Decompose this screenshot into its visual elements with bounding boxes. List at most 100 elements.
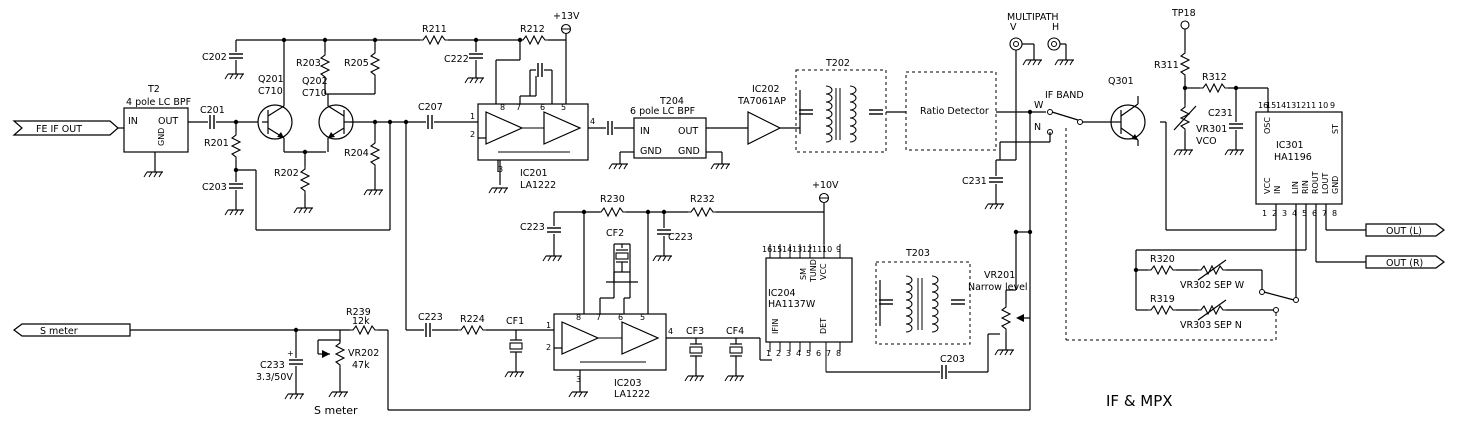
svg-text:VR302: VR302	[1180, 280, 1211, 291]
t2-filter-block: T2 4 pole LC BPF IN OUT GND	[123, 84, 191, 153]
svg-text:OUT: OUT	[158, 116, 178, 127]
t2-ref: T2	[147, 84, 160, 95]
svg-text:12: 12	[1296, 101, 1306, 110]
svg-text:T202: T202	[825, 58, 850, 69]
svg-text:SM: SM	[799, 268, 808, 280]
svg-text:10: 10	[822, 245, 832, 254]
svg-text:5: 5	[1302, 209, 1307, 218]
ic301-decoder: IC301 HA1196 OSC ST VCC IN LIN RIN ROUT …	[1255, 101, 1343, 218]
svg-text:47k: 47k	[352, 360, 370, 371]
svg-text:IC201: IC201	[520, 168, 548, 179]
svg-text:IC203: IC203	[614, 378, 642, 389]
svg-text:R205: R205	[344, 58, 369, 69]
svg-text:R319: R319	[1150, 294, 1175, 305]
svg-text:LOUT: LOUT	[1321, 173, 1330, 194]
svg-text:N: N	[1034, 122, 1041, 133]
svg-text:6: 6	[618, 313, 623, 322]
r204: R204	[344, 139, 380, 169]
c233: + C233 3.3/50V	[256, 349, 304, 383]
svg-text:RIN: RIN	[1301, 180, 1310, 194]
q201-transistor: Q201 C710	[257, 74, 293, 140]
svg-text:R239: R239	[346, 307, 371, 318]
svg-text:Narrow level: Narrow level	[968, 282, 1028, 293]
vr201: VR201 Narrow level	[968, 270, 1028, 333]
c203-right: C203	[940, 354, 965, 380]
svg-text:6: 6	[1312, 209, 1317, 218]
multipath-jacks: MULTIPATH V H	[1007, 12, 1061, 51]
svg-text:1: 1	[1262, 209, 1267, 218]
svg-text:VR301: VR301	[1196, 124, 1227, 135]
svg-text:7: 7	[596, 313, 601, 322]
svg-text:VR303: VR303	[1180, 320, 1211, 331]
svg-text:OUT (R): OUT (R)	[1386, 258, 1423, 269]
svg-text:2: 2	[1272, 209, 1277, 218]
svg-text:C710: C710	[258, 86, 283, 97]
svg-text:C201: C201	[200, 105, 225, 116]
svg-text:IC202: IC202	[752, 84, 780, 95]
svg-text:IC204: IC204	[768, 288, 796, 299]
svg-text:C223: C223	[418, 312, 443, 323]
svg-text:T203: T203	[905, 248, 930, 259]
svg-text:12: 12	[802, 245, 812, 254]
svg-text:4: 4	[590, 117, 595, 126]
svg-text:LA1222: LA1222	[614, 389, 650, 400]
svg-text:IN: IN	[640, 126, 650, 137]
svg-text:6 pole LC BPF: 6 pole LC BPF	[630, 106, 695, 117]
svg-text:14: 14	[782, 245, 792, 254]
svg-text:SEP N: SEP N	[1214, 320, 1242, 331]
out-r-port: OUT (R)	[1365, 255, 1445, 269]
svg-text:GND: GND	[640, 146, 662, 157]
svg-text:15: 15	[1266, 101, 1276, 110]
svg-text:C202: C202	[202, 52, 227, 63]
svg-text:C203: C203	[940, 354, 965, 365]
svg-text:H: H	[1052, 22, 1059, 33]
r224: R224	[457, 314, 487, 335]
svg-text:GND: GND	[678, 146, 700, 157]
r201: R201	[204, 131, 241, 161]
c203-left: C203	[202, 182, 244, 193]
svg-text:FE IF OUT: FE IF OUT	[36, 124, 82, 135]
svg-text:C710: C710	[302, 88, 327, 99]
svg-text:Q202: Q202	[302, 76, 328, 87]
svg-text:6: 6	[816, 349, 821, 358]
ic201-amplifier: IC201 LA1222 1 2 3 4 5 6 7 8	[470, 103, 595, 191]
svg-text:1: 1	[546, 321, 551, 330]
svg-text:C203: C203	[202, 182, 227, 193]
r312: R312	[1199, 72, 1229, 93]
svg-text:C231: C231	[1208, 108, 1233, 119]
svg-text:R212: R212	[520, 24, 545, 35]
fe-if-out-port: FE IF OUT	[12, 120, 119, 136]
svg-text:R211: R211	[422, 24, 447, 35]
tp18: TP18	[1171, 8, 1196, 30]
r202: R202	[274, 165, 310, 195]
svg-text:R203: R203	[296, 58, 321, 69]
svg-text:R320: R320	[1150, 254, 1175, 265]
cf4: CF4	[726, 326, 744, 357]
ic203-amplifier: IC203 LA1222 1 2 3 4 5 6 7 8	[546, 313, 673, 400]
svg-text:11: 11	[812, 245, 822, 254]
svg-text:ST: ST	[1331, 124, 1340, 134]
svg-text:5: 5	[640, 313, 645, 322]
vr301: VR301 VCO	[1173, 103, 1227, 147]
c204: C207	[418, 102, 443, 130]
out-l-port: OUT (L)	[1365, 223, 1445, 237]
svg-text:16: 16	[1258, 101, 1268, 110]
r212: R212	[519, 24, 549, 45]
svg-text:C223: C223	[668, 232, 693, 243]
c223-right: C223	[656, 229, 693, 243]
svg-text:VR202: VR202	[348, 348, 379, 359]
r211: R211	[419, 24, 449, 45]
if-band-switch: IF BAND W N	[1034, 90, 1084, 135]
svg-text:S meter: S meter	[314, 404, 358, 417]
svg-text:R230: R230	[600, 194, 625, 205]
t203-transformer: T203	[875, 248, 971, 345]
svg-text:V: V	[1010, 22, 1017, 33]
svg-text:3: 3	[576, 375, 581, 384]
svg-text:16: 16	[762, 245, 772, 254]
diagram-title: IF & MPX	[1106, 392, 1173, 410]
svg-text:4: 4	[668, 327, 673, 336]
c202: C202	[202, 52, 244, 63]
svg-text:9: 9	[1330, 101, 1335, 110]
svg-text:LA1222: LA1222	[520, 180, 556, 191]
svg-text:Ratio Detector: Ratio Detector	[920, 106, 989, 117]
